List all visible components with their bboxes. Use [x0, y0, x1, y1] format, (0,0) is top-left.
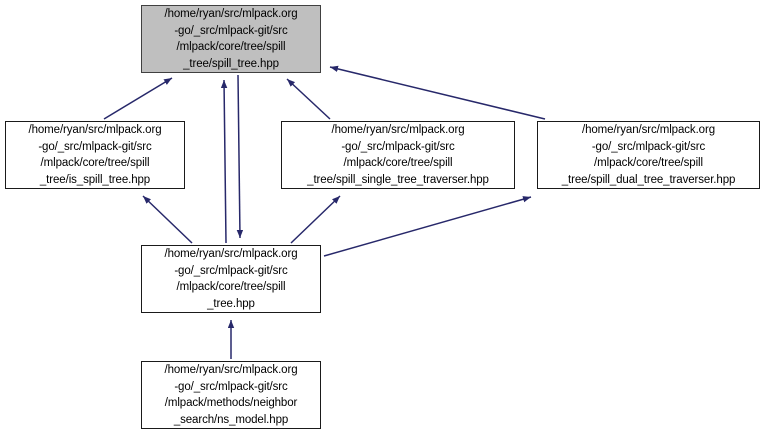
node-label: /home/ryan/src/mlpack.org -go/_src/mlpac… — [28, 124, 162, 186]
node-spill-single-tree-traverser[interactable]: /home/ryan/src/mlpack.org -go/_src/mlpac… — [281, 121, 515, 189]
node-spill-dual-tree-traverser[interactable]: /home/ryan/src/mlpack.org -go/_src/mlpac… — [537, 121, 760, 189]
edge-core-spill-tree-to-is-spill-tree — [142, 195, 193, 244]
node-core-tree-spill-tree[interactable]: /home/ryan/src/mlpack.org -go/_src/mlpac… — [141, 245, 321, 313]
node-label: /home/ryan/src/mlpack.org -go/_src/mlpac… — [561, 124, 736, 186]
edge-spill-tree-impl-to-core-spill-tree — [236, 74, 244, 239]
node-label: /home/ryan/src/mlpack.org -go/_src/mlpac… — [164, 8, 298, 70]
node-spill-tree-impl[interactable]: /home/ryan/src/mlpack.org -go/_src/mlpac… — [141, 5, 321, 73]
node-label: /home/ryan/src/mlpack.org -go/_src/mlpac… — [164, 364, 298, 426]
edge-is-spill-tree-to-spill-tree-impl — [103, 77, 173, 120]
node-is-spill-tree[interactable]: /home/ryan/src/mlpack.org -go/_src/mlpac… — [5, 121, 185, 189]
edge-core-spill-tree-to-single-traverser — [290, 195, 341, 244]
edge-single-traverser-to-spill-tree-impl — [286, 78, 331, 120]
node-ns-model[interactable]: /home/ryan/src/mlpack.org -go/_src/mlpac… — [141, 361, 321, 429]
edge-core-spill-tree-to-spill-tree-impl — [220, 79, 228, 244]
node-label: /home/ryan/src/mlpack.org -go/_src/mlpac… — [307, 124, 489, 186]
edge-dual-traverser-to-spill-tree-impl — [329, 65, 546, 120]
node-label: /home/ryan/src/mlpack.org -go/_src/mlpac… — [164, 248, 298, 310]
edge-core-spill-tree-to-dual-traverser — [323, 196, 532, 257]
